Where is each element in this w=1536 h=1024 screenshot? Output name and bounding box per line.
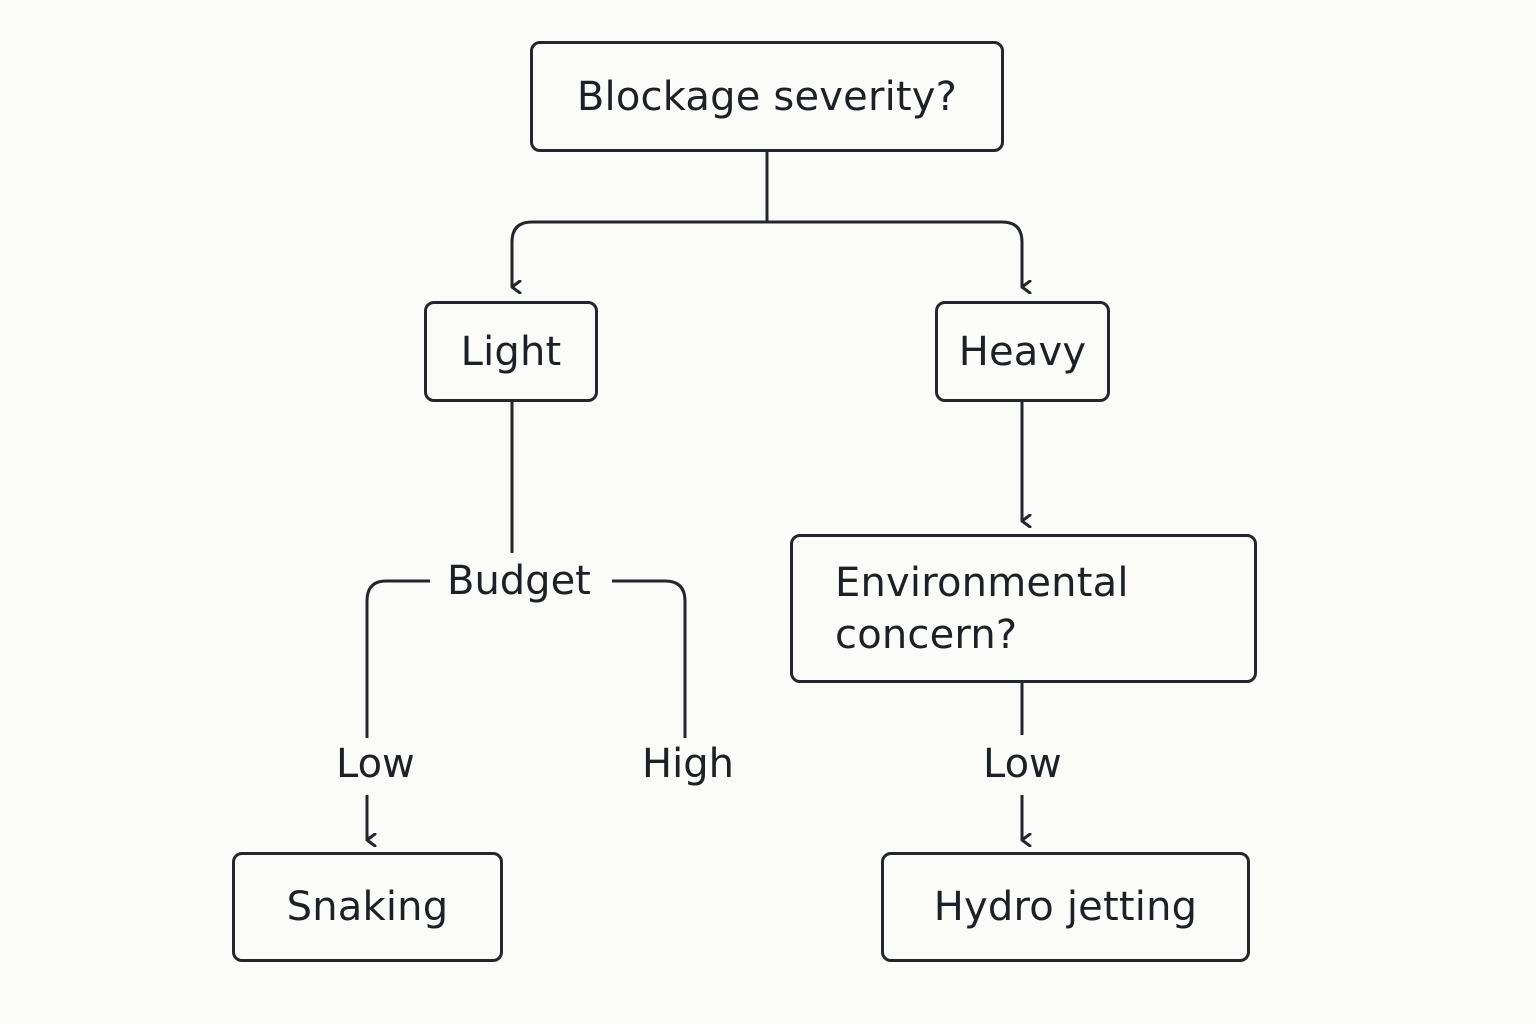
node-environmental-concern-text: Environmental concern? xyxy=(835,557,1129,661)
node-light: Light xyxy=(424,301,598,402)
connector-root-to-heavy xyxy=(767,220,1022,287)
node-heavy-label: Heavy xyxy=(958,328,1087,375)
node-blockage-severity-label: Blockage severity? xyxy=(576,73,958,120)
node-hydro-jetting: Hydro jetting xyxy=(881,852,1250,962)
connector-root-to-light xyxy=(510,220,767,287)
node-environmental-concern-line2: concern? xyxy=(835,611,1018,658)
node-environmental-concern: Environmental concern? xyxy=(790,534,1257,683)
node-light-label: Light xyxy=(460,328,562,375)
node-heavy: Heavy xyxy=(935,301,1110,402)
node-blockage-severity: Blockage severity? xyxy=(530,41,1004,152)
connector-budget-to-high xyxy=(612,579,687,738)
node-hydro-jetting-label: Hydro jetting xyxy=(933,884,1198,930)
node-snaking-label: Snaking xyxy=(286,884,449,930)
label-budget-low: Low xyxy=(336,741,415,787)
label-budget-high: High xyxy=(642,741,734,787)
connector-budget-to-low xyxy=(365,579,430,738)
node-snaking: Snaking xyxy=(232,852,503,962)
node-environmental-concern-line1: Environmental xyxy=(835,559,1129,606)
label-environmental-low: Low xyxy=(983,741,1062,787)
label-budget: Budget xyxy=(447,558,591,604)
